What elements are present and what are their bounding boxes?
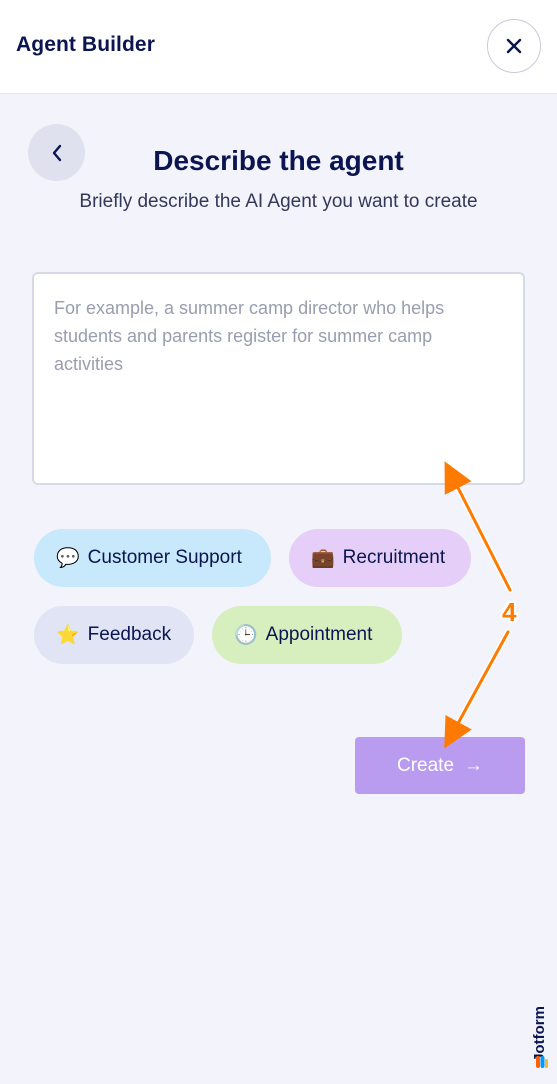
template-chip-feedback[interactable]: ⭐ Feedback bbox=[34, 606, 194, 664]
clock-icon: 🕒 bbox=[234, 625, 258, 646]
create-button-label: Create bbox=[396, 754, 455, 776]
annotation-step-number: 4 bbox=[502, 597, 517, 627]
header-title: Agent Builder bbox=[16, 33, 155, 56]
back-button[interactable] bbox=[28, 124, 85, 181]
brand-logo: Jotform bbox=[530, 995, 554, 1075]
page-title: Describe the agent bbox=[153, 145, 404, 176]
close-icon bbox=[506, 38, 522, 54]
star-icon: ⭐ bbox=[56, 625, 80, 646]
chevron-left-icon bbox=[52, 144, 61, 161]
speech-balloon-icon: 💬 bbox=[56, 548, 80, 569]
template-chip-label: Appointment bbox=[265, 624, 373, 645]
arrow-right-icon: → bbox=[464, 754, 484, 776]
template-chip-recruitment[interactable]: 💼 Recruitment bbox=[289, 529, 471, 587]
template-chip-label: Recruitment bbox=[342, 547, 446, 568]
agent-description-input[interactable] bbox=[32, 272, 525, 485]
header-bar: Agent Builder bbox=[0, 0, 557, 94]
page-subtitle: Briefly describe the AI Agent you want t… bbox=[79, 191, 478, 212]
annotation-arrow-to-create bbox=[445, 629, 511, 745]
create-button[interactable]: Create → bbox=[355, 737, 525, 794]
template-chip-label: Feedback bbox=[87, 624, 172, 645]
template-chip-appointment[interactable]: 🕒 Appointment bbox=[212, 606, 402, 664]
jotform-logo-icon bbox=[536, 1056, 548, 1068]
briefcase-icon: 💼 bbox=[311, 548, 335, 569]
template-chip-customer-support[interactable]: 💬 Customer Support bbox=[34, 529, 271, 587]
template-chip-label: Customer Support bbox=[87, 547, 242, 568]
close-button[interactable] bbox=[487, 19, 541, 73]
